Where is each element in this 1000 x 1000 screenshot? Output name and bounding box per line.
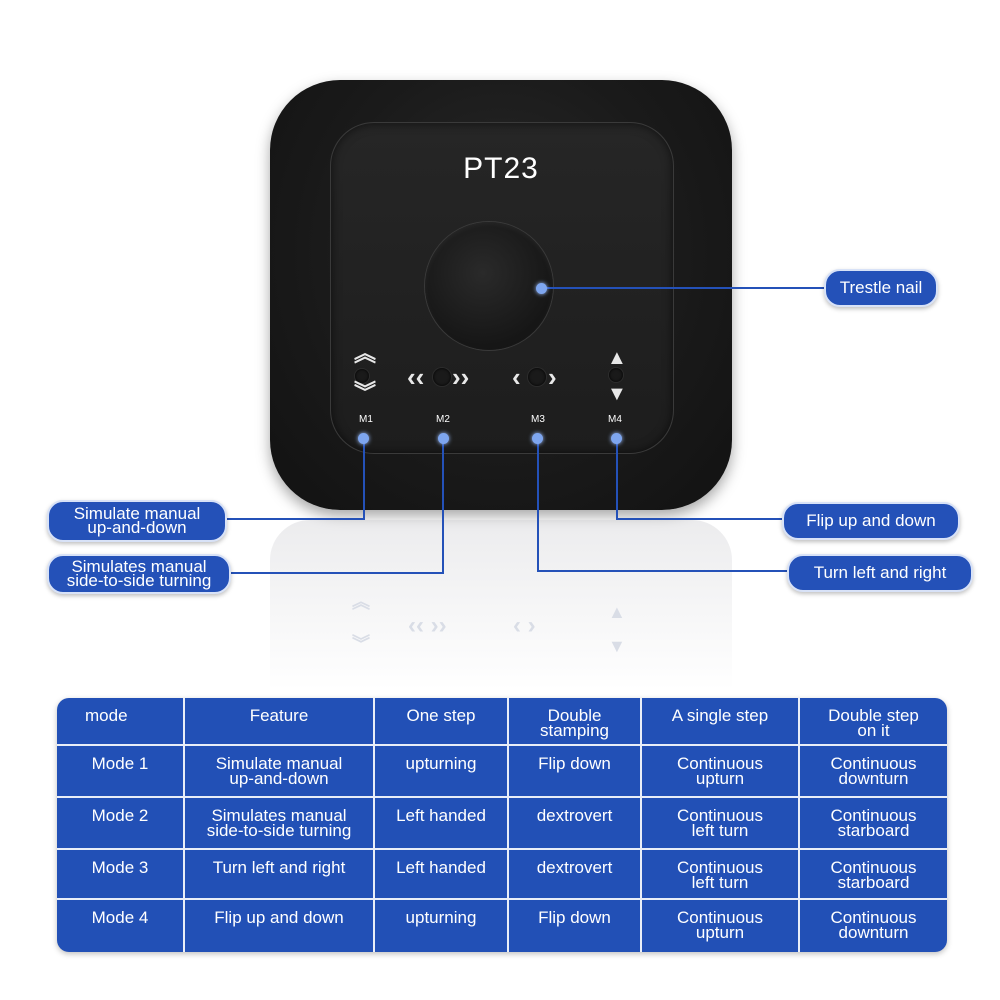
m1-button[interactable] (355, 369, 369, 383)
table-header: mode (57, 698, 185, 746)
table-cell: Left handed (375, 850, 509, 900)
table-cell: Mode 2 (57, 798, 185, 850)
trestle-indicator-dot (536, 283, 547, 294)
callout-m2-line2: side-to-side turning (66, 571, 212, 590)
table-header: Feature (185, 698, 375, 746)
m4-button[interactable] (609, 368, 623, 382)
callout-m4: Flip up and down (782, 502, 960, 540)
m3-label: M3 (531, 414, 545, 425)
double-up-arrow-icon: ︽ (354, 341, 377, 366)
table-header: A single step (642, 698, 800, 746)
callout-m3-text: Turn left and right (813, 563, 947, 582)
down-arrow-icon: ▼ (607, 383, 627, 405)
m2-label: M2 (436, 414, 450, 425)
reflection-double-left-icon: ‹‹ ›› (408, 612, 447, 639)
reflection-down-arrow-icon: ︾ (352, 634, 370, 654)
m4-line (616, 438, 784, 520)
m3-button[interactable] (528, 368, 546, 386)
table-cell: Mode 4 (57, 900, 185, 952)
table-row: Mode 3 Turn left and right Left handed d… (57, 850, 947, 900)
callout-m2-line1: Simulates manual (71, 557, 207, 576)
callout-m1-line1: Simulate manual (73, 504, 201, 523)
callout-trestle-nail: Trestle nail (824, 269, 938, 307)
table-cell: Flip down (509, 746, 642, 798)
model-label: PT23 (463, 152, 539, 185)
m4-label: M4 (608, 414, 622, 425)
m3-indicator-dot (532, 433, 543, 444)
table-cell: Mode 3 (57, 850, 185, 900)
m1-label: M1 (359, 414, 373, 425)
m4-indicator-dot (611, 433, 622, 444)
table-cell: Turn left and right (185, 850, 375, 900)
trestle-nail-knob[interactable] (425, 222, 553, 350)
table-cell: Flip down (509, 900, 642, 952)
double-down-arrow-icon: ︾ (354, 380, 377, 405)
table-cell: upturning (375, 746, 509, 798)
reflection-up-icon: ▲ (608, 602, 626, 622)
callout-m2: Simulates manual side-to-side turning (47, 554, 231, 594)
table-cell: dextrovert (509, 850, 642, 900)
m2-line (224, 438, 444, 574)
callout-m1: Simulate manual up-and-down (47, 500, 227, 542)
reflection-left-right-icon: ‹ › (513, 612, 536, 639)
callout-m3: Turn left and right (787, 554, 973, 592)
left-arrow-icon: ‹ (512, 362, 521, 392)
device-reflection (270, 520, 732, 690)
callout-m1-line2: up-and-down (87, 518, 187, 537)
table-cell: Left handed (375, 798, 509, 850)
table-cell: Flip up and down (185, 900, 375, 952)
table-cell: upturning (375, 900, 509, 952)
m1-indicator-dot (358, 433, 369, 444)
table-cell: Mode 1 (57, 746, 185, 798)
m2-button[interactable] (433, 368, 451, 386)
table-header: One step (375, 698, 509, 746)
m1-line (222, 438, 365, 520)
up-arrow-icon: ▲ (607, 347, 627, 369)
m2-indicator-dot (438, 433, 449, 444)
callout-trestle-nail-text: Trestle nail (839, 278, 923, 297)
right-arrow-icon: › (548, 362, 557, 392)
double-left-arrow-icon: ‹‹ (407, 362, 425, 392)
table-row: Mode 4 Flip up and down upturning Flip d… (57, 900, 947, 952)
double-right-arrow-icon: ›› (452, 362, 470, 392)
reflection-down-icon: ▼ (608, 636, 626, 656)
callout-m4-text: Flip up and down (806, 511, 936, 530)
reflection-up-arrow-icon: ︽ (352, 592, 370, 612)
m3-line (537, 438, 790, 572)
table-cell: dextrovert (509, 798, 642, 850)
